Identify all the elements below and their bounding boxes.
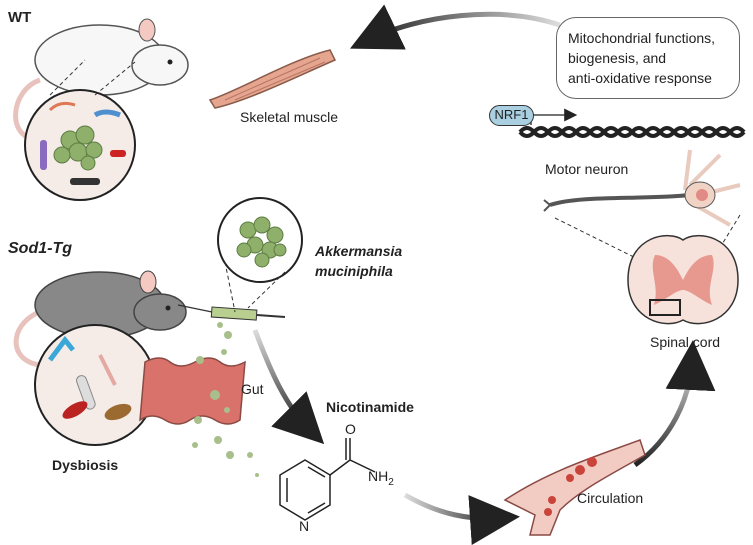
motor-neuron-illustration [543,149,741,227]
nrf1-badge: NRF1 [489,105,534,126]
nh-text: NH [368,468,389,484]
amine-group: NH2 [368,468,394,488]
akkermansia-label-line2: muciniphila [315,263,393,279]
skeletal-muscle-illustration [208,49,337,109]
wt-microbiome-circle [24,89,136,201]
sod1-tg-label: Sod1-Tg [8,240,72,257]
gut-illustration [139,357,246,425]
mitochondrial-response-box: Mitochondrial functions, biogenesis, and… [556,17,740,99]
oxygen-atom: O [345,421,356,437]
blood-vessel-illustration [503,439,646,536]
circulation-label: Circulation [577,490,644,506]
spinal-cord-label: Spinal cord [650,334,721,350]
nitrogen-atom: N [299,518,310,534]
motor-neuron-label: Motor neuron [545,161,629,177]
akkermansia-circle [217,197,303,313]
dysbiosis-microbiome-circle [34,324,156,446]
gut-label: Gut [241,381,264,397]
mito-line-2: biogenesis, and [568,50,667,66]
arrow-to-spinal-cord [633,340,716,468]
zoom-dashed-lines [554,214,741,273]
akkermansia-label-line1: Akkermansia [315,243,403,259]
zoom-dashed-lines [49,59,136,96]
dna-helix [518,126,746,138]
dysbiosis-label: Dysbiosis [52,457,119,473]
spinal-cord-illustration [627,234,739,325]
arrow-to-circulation [403,492,520,545]
syringe-illustration [177,304,286,321]
akkermansia-particles [192,322,259,477]
arrow-to-nicotinamide [252,329,325,445]
mito-line-3: anti-oxidative response [568,70,712,86]
transcription-arrow [530,108,578,125]
nicotinamide-structure [279,438,376,521]
nicotinamide-label: Nicotinamide [326,399,414,415]
arrow-to-muscle [349,4,561,50]
skeletal-muscle-label: Skeletal muscle [240,109,339,125]
mito-line-1: Mitochondrial functions, [568,30,716,46]
nh2-subscript: 2 [388,476,394,488]
wt-label: WT [8,9,32,26]
